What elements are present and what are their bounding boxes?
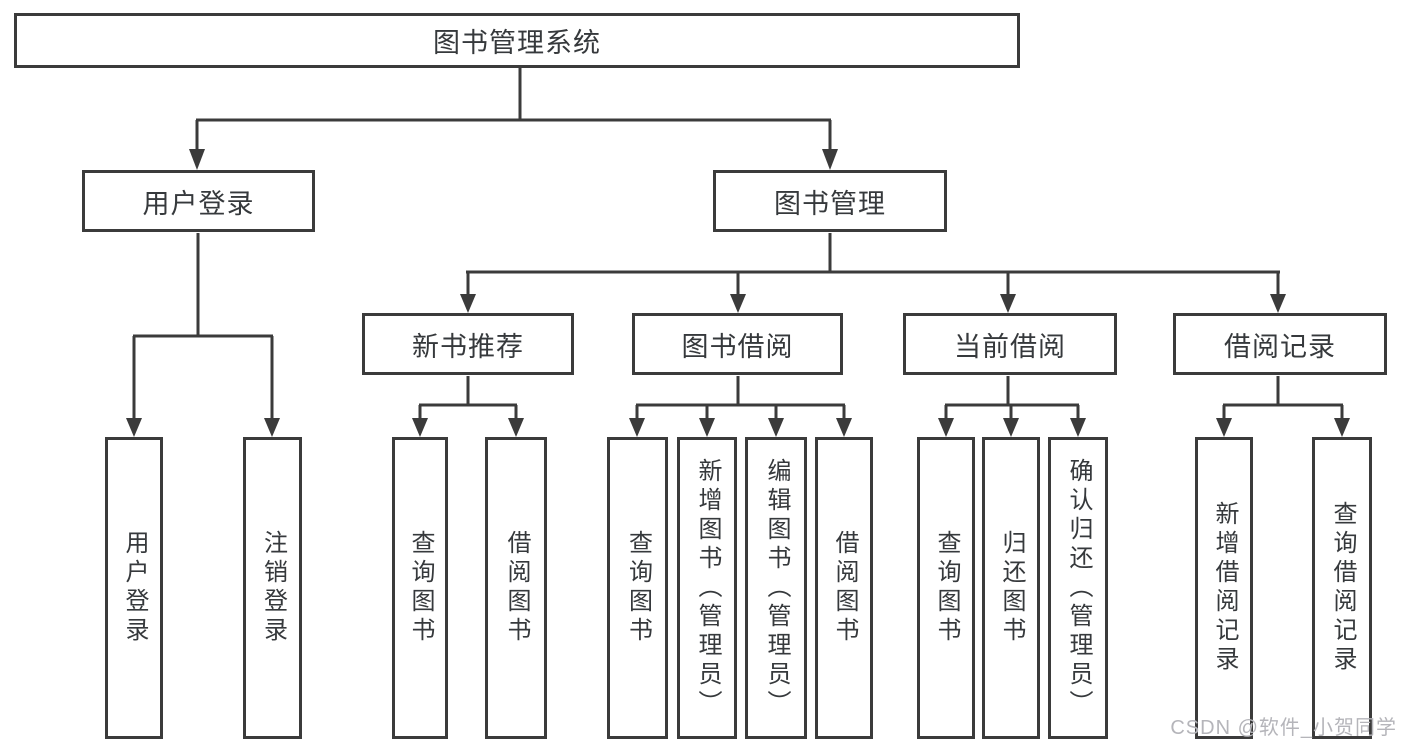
leaf-query-books-3: 查询图书 bbox=[917, 437, 975, 739]
leaf-add-books-admin-label: 新增图书（管理员） bbox=[694, 457, 721, 719]
connector-recommend-group bbox=[412, 376, 524, 437]
arrowhead bbox=[768, 418, 784, 437]
arrowhead bbox=[1000, 294, 1016, 313]
leaf-confirm-return-admin-label: 确认归还（管理员） bbox=[1065, 457, 1092, 719]
arrowhead bbox=[412, 418, 428, 437]
arrowhead bbox=[1334, 418, 1350, 437]
node-current-borrowing-label: 当前借阅 bbox=[954, 331, 1066, 362]
arrowhead bbox=[822, 149, 838, 170]
leaf-return-books-label: 归还图书 bbox=[998, 530, 1025, 646]
arrowhead bbox=[1270, 294, 1286, 313]
leaf-borrow-books-1: 借阅图书 bbox=[485, 437, 547, 739]
arrowhead bbox=[836, 418, 852, 437]
arrowhead bbox=[508, 418, 524, 437]
leaf-query-books-2-label: 查询图书 bbox=[624, 530, 652, 646]
arrowhead bbox=[126, 418, 142, 437]
leaf-add-borrow-record: 新增借阅记录 bbox=[1195, 437, 1253, 739]
node-book-borrowing-label: 图书借阅 bbox=[681, 331, 794, 362]
arrowhead bbox=[1070, 418, 1086, 437]
leaf-logout: 注销登录 bbox=[243, 437, 302, 739]
leaf-query-books-2: 查询图书 bbox=[607, 437, 668, 739]
leaf-borrow-books-1-label: 借阅图书 bbox=[503, 530, 530, 646]
arrowhead bbox=[189, 149, 205, 170]
leaf-query-books-3-label: 查询图书 bbox=[933, 530, 960, 646]
arrowhead bbox=[460, 294, 476, 313]
leaf-edit-books-admin-label: 编辑图书（管理员） bbox=[763, 457, 790, 719]
arrowhead bbox=[1003, 418, 1019, 437]
connector-root-to-level2 bbox=[189, 68, 838, 170]
leaf-logout-label: 注销登录 bbox=[259, 530, 287, 646]
leaf-query-books-1-label: 查询图书 bbox=[407, 530, 434, 646]
node-user-login: 用户登录 bbox=[82, 170, 315, 232]
leaf-borrow-books-2-label: 借阅图书 bbox=[831, 530, 858, 646]
node-book-management: 图书管理 bbox=[713, 170, 947, 232]
leaf-user-login: 用户登录 bbox=[105, 437, 163, 739]
arrowhead bbox=[629, 418, 645, 437]
arrowhead bbox=[1216, 418, 1232, 437]
connector-borrow-group bbox=[629, 376, 852, 437]
connector-book-mgmt-to-level3 bbox=[460, 233, 1286, 313]
leaf-user-login-label: 用户登录 bbox=[121, 530, 148, 646]
leaf-add-books-admin: 新增图书（管理员） bbox=[677, 437, 737, 739]
csdn-watermark: CSDN @软件_小贺同学 bbox=[1170, 717, 1397, 739]
leaf-add-borrow-record-label: 新增借阅记录 bbox=[1211, 501, 1238, 675]
node-borrow-records-label: 借阅记录 bbox=[1224, 331, 1336, 362]
node-current-borrowing: 当前借阅 bbox=[903, 313, 1117, 375]
node-new-book-recommend: 新书推荐 bbox=[362, 313, 574, 375]
leaf-query-borrow-record-label: 查询借阅记录 bbox=[1329, 501, 1356, 675]
arrowhead bbox=[938, 418, 954, 437]
leaf-query-books-1: 查询图书 bbox=[392, 437, 448, 739]
connector-current-group bbox=[938, 376, 1086, 437]
arrowhead bbox=[730, 294, 746, 313]
node-root: 图书管理系统 bbox=[14, 13, 1020, 68]
node-user-login-label: 用户登录 bbox=[142, 188, 255, 219]
arrowhead bbox=[699, 418, 715, 437]
leaf-query-borrow-record: 查询借阅记录 bbox=[1312, 437, 1372, 739]
node-borrow-records: 借阅记录 bbox=[1173, 313, 1387, 375]
leaf-return-books: 归还图书 bbox=[982, 437, 1040, 739]
connector-records-group bbox=[1216, 376, 1350, 437]
leaf-confirm-return-admin: 确认归还（管理员） bbox=[1048, 437, 1108, 739]
node-book-borrowing: 图书借阅 bbox=[632, 313, 843, 375]
node-new-book-recommend-label: 新书推荐 bbox=[412, 331, 524, 362]
arrowhead bbox=[264, 418, 280, 437]
connector-login-group bbox=[126, 233, 280, 437]
node-root-label: 图书管理系统 bbox=[433, 28, 601, 58]
leaf-borrow-books-2: 借阅图书 bbox=[815, 437, 873, 739]
leaf-edit-books-admin: 编辑图书（管理员） bbox=[745, 437, 807, 739]
node-book-management-label: 图书管理 bbox=[774, 188, 886, 219]
